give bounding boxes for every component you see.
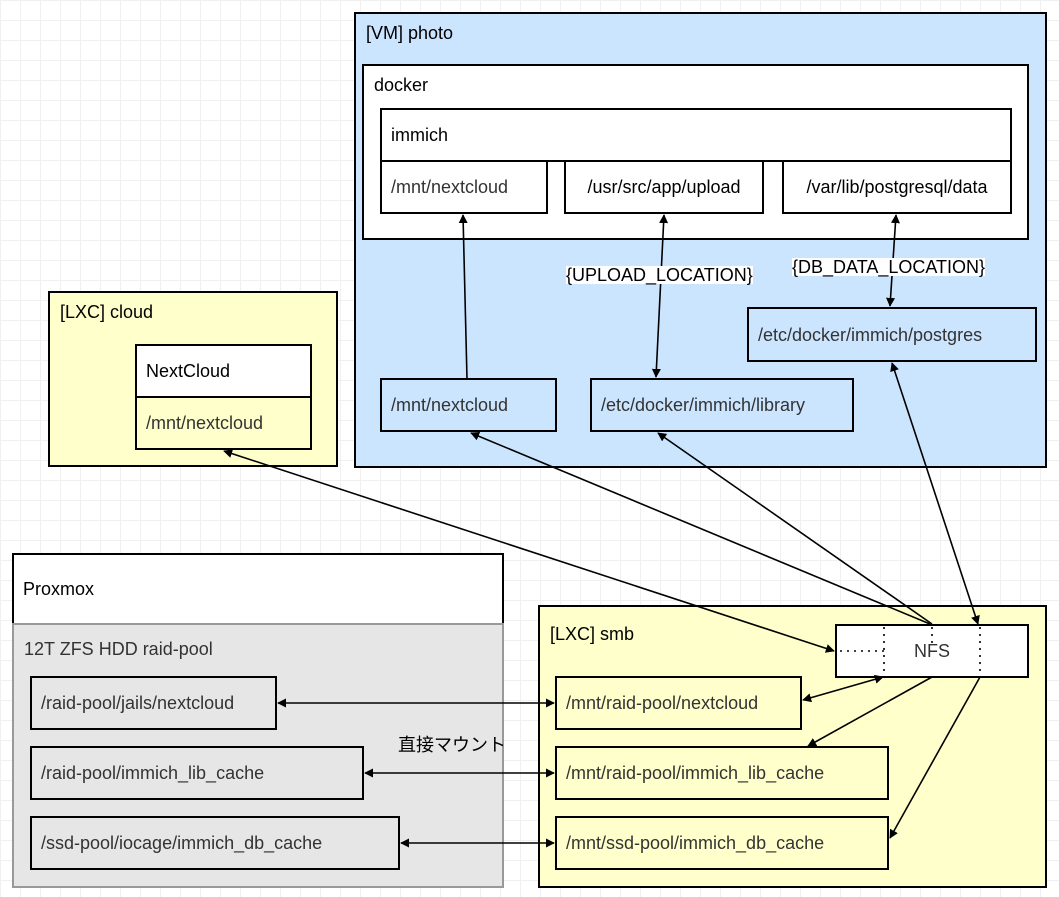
nextcloud-mount-label: /mnt/nextcloud bbox=[146, 413, 264, 433]
smb-mount-raid-immich-lib-cache-label: /mnt/raid-pool/immich_lib_cache bbox=[566, 763, 825, 783]
lxc-smb-title: [LXC] smb bbox=[550, 624, 635, 644]
docker-title: docker bbox=[374, 75, 429, 95]
immich-mount-nextcloud[interactable]: /mnt/nextcloud bbox=[380, 160, 548, 214]
smb-mount-raid-immich-lib-cache[interactable]: /mnt/raid-pool/immich_lib_cache bbox=[555, 746, 889, 800]
smb-mount-ssd-immich-db-cache[interactable]: /mnt/ssd-pool/immich_db_cache bbox=[555, 816, 889, 870]
vm-host-path-nextcloud-label: /mnt/nextcloud bbox=[391, 395, 509, 415]
immich-mount-upload-label: /usr/src/app/upload bbox=[587, 177, 741, 197]
immich-mount-postgres-data[interactable]: /var/lib/postgresql/data bbox=[782, 160, 1012, 214]
label-db-data-location: {DB_DATA_LOCATION} bbox=[792, 257, 986, 277]
dataset-ssd-immich-db-cache[interactable]: /ssd-pool/iocage/immich_db_cache bbox=[30, 816, 400, 870]
vm-host-path-nextcloud[interactable]: /mnt/nextcloud bbox=[380, 378, 557, 432]
immich-title: immich bbox=[391, 125, 448, 145]
vm-host-path-postgres[interactable]: /etc/docker/immich/postgres bbox=[747, 307, 1037, 362]
proxmox-header[interactable]: Proxmox bbox=[12, 553, 504, 625]
nextcloud-mount[interactable]: /mnt/nextcloud bbox=[135, 396, 312, 450]
vm-host-path-library[interactable]: /etc/docker/immich/library bbox=[590, 378, 854, 432]
smb-mount-ssd-immich-db-cache-label: /mnt/ssd-pool/immich_db_cache bbox=[566, 833, 825, 853]
immich-mount-postgres-data-label: /var/lib/postgresql/data bbox=[806, 177, 988, 197]
vm-host-path-postgres-label: /etc/docker/immich/postgres bbox=[758, 324, 983, 345]
immich-mount-upload[interactable]: /usr/src/app/upload bbox=[564, 160, 764, 214]
dataset-raid-nextcloud-label: /raid-pool/jails/nextcloud bbox=[41, 693, 235, 713]
dataset-ssd-immich-db-cache-label: /ssd-pool/iocage/immich_db_cache bbox=[41, 833, 323, 853]
label-upload-location: {UPLOAD_LOCATION} bbox=[566, 265, 753, 285]
nfs-server[interactable]: NFS bbox=[835, 624, 1029, 678]
nextcloud-app-title: NextCloud bbox=[146, 361, 231, 381]
label-direct-mount: 直接マウント bbox=[398, 735, 506, 755]
proxmox-title: Proxmox bbox=[23, 579, 95, 599]
immich-mount-nextcloud-label: /mnt/nextcloud bbox=[391, 177, 509, 197]
dataset-raid-nextcloud[interactable]: /raid-pool/jails/nextcloud bbox=[30, 676, 277, 730]
dataset-raid-immich-lib-cache[interactable]: /raid-pool/immich_lib_cache bbox=[30, 746, 364, 800]
vm-photo-title: [VM] photo bbox=[366, 23, 454, 43]
vm-host-path-library-label: /etc/docker/immich/library bbox=[601, 395, 806, 415]
smb-mount-raid-nextcloud[interactable]: /mnt/raid-pool/nextcloud bbox=[555, 676, 802, 730]
smb-mount-raid-nextcloud-label: /mnt/raid-pool/nextcloud bbox=[566, 693, 759, 713]
lxc-cloud-title: [LXC] cloud bbox=[60, 302, 154, 322]
nextcloud-app-header[interactable]: NextCloud bbox=[135, 344, 312, 398]
dataset-raid-immich-lib-cache-label: /raid-pool/immich_lib_cache bbox=[41, 763, 265, 783]
immich-app-header[interactable]: immich bbox=[380, 108, 1012, 162]
zfs-pool-title: 12T ZFS HDD raid-pool bbox=[24, 639, 213, 659]
nfs-server-label: NFS bbox=[914, 641, 950, 661]
